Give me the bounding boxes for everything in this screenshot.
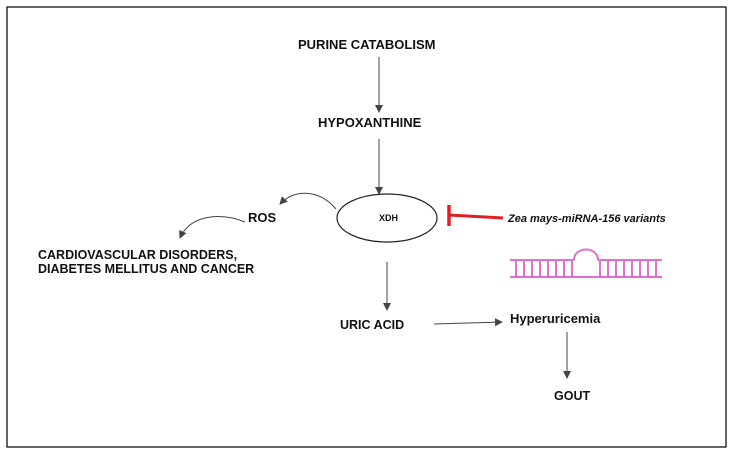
node-disease-outcomes: CARDIOVASCULAR DISORDERS, DIABETES MELLI…: [38, 248, 254, 277]
node-gout: GOUT: [554, 389, 591, 403]
outcomes-line-2: DIABETES MELLITUS AND CANCER: [38, 262, 255, 277]
node-xdh: XDH: [379, 213, 399, 223]
arrow-uric-acid-to-hyperuricemia: [433, 318, 503, 327]
node-hyperuricemia: Hyperuricemia: [510, 311, 601, 326]
node-uric-acid: URIC ACID: [340, 318, 405, 332]
node-ros: ROS: [248, 210, 277, 225]
node-purine-catabolism: PURINE CATABOLISM: [298, 37, 436, 52]
node-hypoxanthine: HYPOXANTHINE: [318, 115, 422, 130]
figure-border: [6, 6, 727, 448]
arrow-ros-to-outcomes: [179, 216, 246, 239]
xdh-ellipse: [336, 193, 438, 243]
node-mirna-variants: Zea mays-miRNA-156 variants: [508, 213, 666, 225]
inhibition-symbol: [447, 205, 504, 226]
rna-hairpin-icon: [510, 248, 662, 278]
arrow-xdh-to-ros: [279, 192, 337, 210]
outcomes-line-1: CARDIOVASCULAR DISORDERS,: [38, 248, 238, 262]
